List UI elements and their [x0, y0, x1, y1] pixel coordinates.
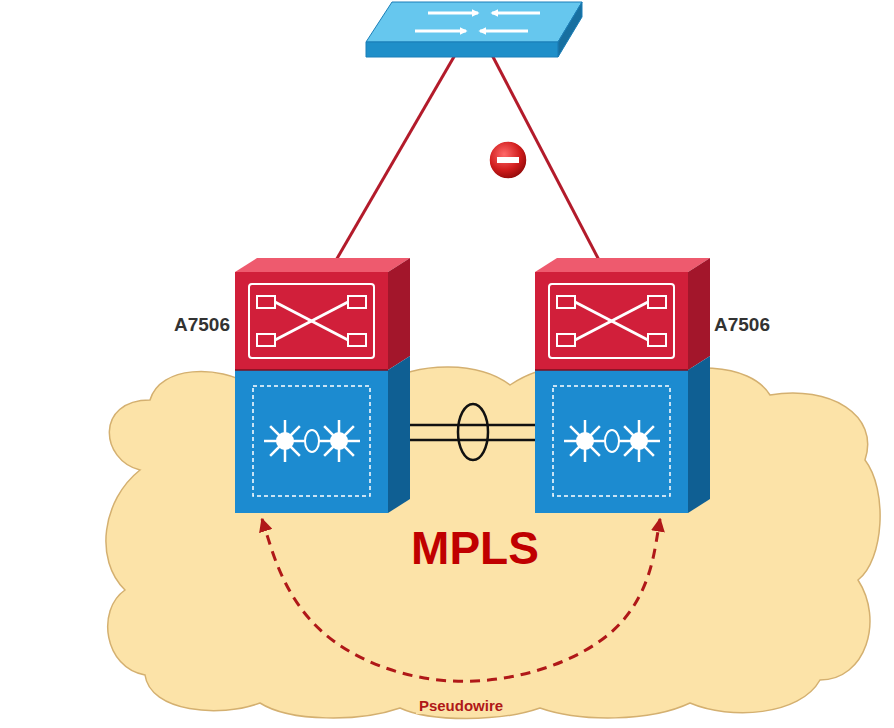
channel-bundle	[458, 404, 488, 460]
connector-path	[410, 439, 535, 442]
switch-icon	[366, 2, 582, 57]
edge-label: Pseudowire	[416, 697, 506, 714]
mpls-cloud: MPLS	[100, 365, 890, 728]
blocked-port	[489, 141, 527, 179]
chassis-illustration	[235, 258, 410, 513]
device-label: A7506	[174, 314, 230, 336]
connector-path	[262, 519, 660, 681]
link-connector	[410, 425, 535, 440]
uplink-line	[335, 55, 455, 262]
switch-device: A7506	[535, 258, 710, 513]
connector-path	[410, 424, 535, 427]
device-label: A7506	[714, 314, 770, 336]
pseudowire-connector	[262, 519, 660, 681]
uplink-line	[492, 55, 600, 262]
chassis-illustration	[535, 258, 710, 513]
network-label: MPLS	[411, 521, 539, 575]
switch-device: A7506	[235, 258, 410, 513]
